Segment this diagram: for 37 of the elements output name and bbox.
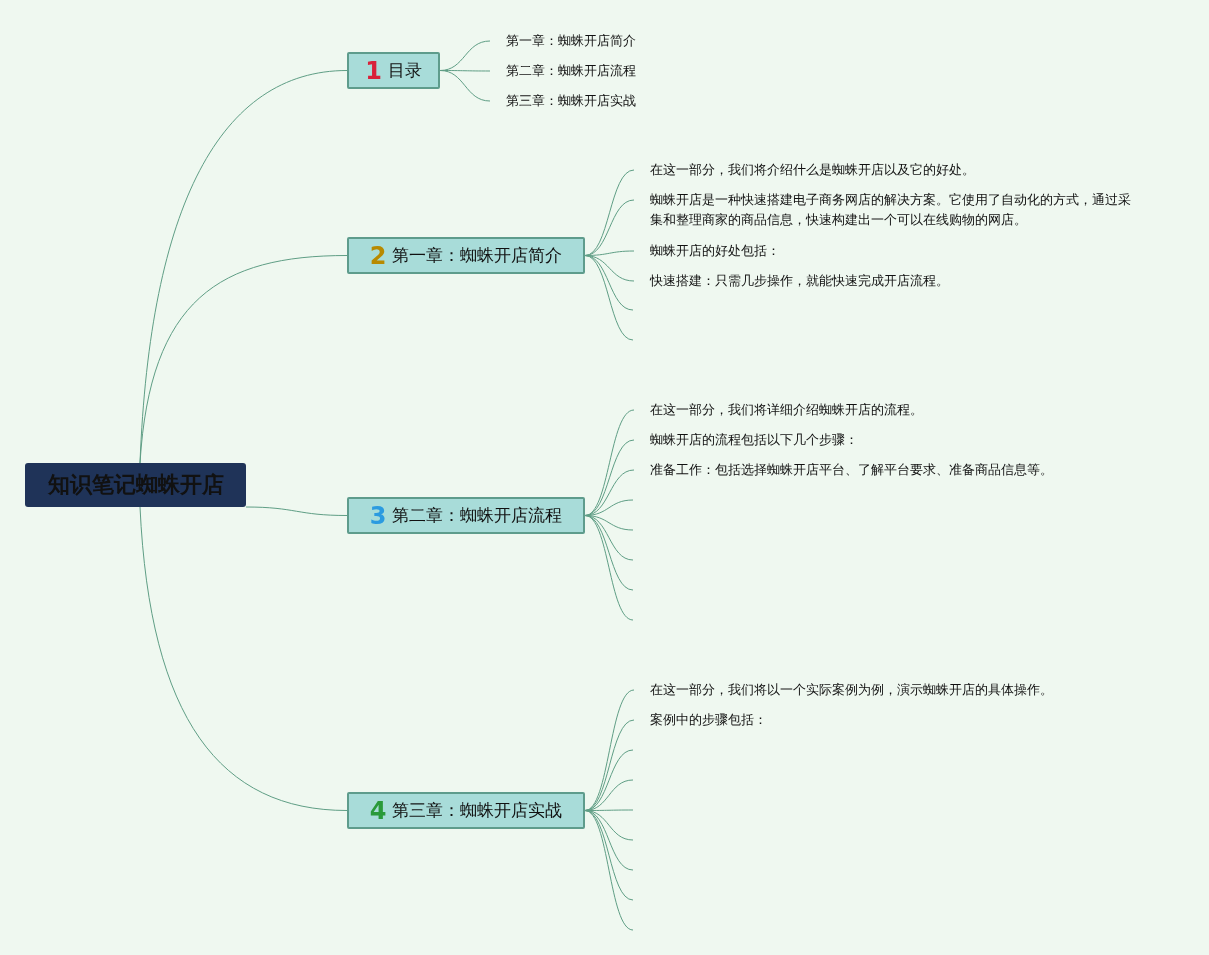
subtopic-text: 蜘蛛开店的流程包括以下几个步骤：: [634, 430, 884, 450]
branch-line: [245, 506, 348, 516]
central-topic-box: 知识笔记蜘蛛开店: [25, 463, 246, 507]
subtopic-text: 第二章：蜘蛛开店流程: [490, 61, 660, 81]
subtopic-text: 在这一部分，我们将详细介绍蜘蛛开店的流程。: [634, 400, 954, 420]
subtopic-text: 蜘蛛开店是一种快速搭建电子商务网店的解决方案。它使用了自动化的方式，通过采集和整理商家的商品信息，快速构建出一个可以在线购物的网店。: [634, 190, 1134, 230]
topic-title: 目录: [387, 59, 422, 82]
branch-line: [584, 749, 634, 811]
subtopic-text: 准备工作：包括选择蜘蛛开店平台、了解平台要求、准备商品信息等。: [634, 460, 1094, 480]
branch-line: [584, 810, 634, 931]
branch-line: [584, 199, 635, 256]
branch-line: [139, 70, 348, 464]
number-label: 1: [365, 56, 382, 85]
topic-box: [347, 792, 585, 829]
branch-line: [139, 255, 348, 464]
subtopic-text: 在这一部分，我们将介绍什么是蜘蛛开店以及它的好处。: [634, 160, 1034, 180]
branch-line: [584, 439, 635, 516]
subtopic-text: 第一章：蜘蛛开店简介: [490, 31, 660, 51]
topic-box: [347, 497, 585, 534]
subtopic-text: 蜘蛛开店的好处包括：: [634, 241, 834, 261]
topic-box: [347, 237, 585, 274]
branch-line: [584, 255, 634, 341]
subtopic-text: 案例中的步骤包括：: [634, 710, 794, 730]
number-label: 4: [369, 796, 387, 825]
branch-line: [584, 719, 635, 811]
topic-title: 第一章：蜘蛛开店简介: [392, 244, 563, 267]
branch-line: [584, 515, 634, 621]
topic-title: 第二章：蜘蛛开店流程: [392, 504, 563, 527]
number-label: 3: [369, 501, 387, 530]
subtopic-text: 第三章：蜘蛛开店实战: [490, 91, 660, 111]
topic-title: 第三章：蜘蛛开店实战: [392, 799, 563, 822]
number-label: 2: [369, 241, 387, 270]
branch-line: [139, 506, 348, 811]
subtopic-text: 快速搭建：只需几步操作，就能快速完成开店流程。: [634, 271, 994, 291]
topic-box: [347, 52, 440, 89]
subtopic-text: 在这一部分，我们将以一个实际案例为例，演示蜘蛛开店的具体操作。: [634, 680, 1094, 700]
branch-line: [439, 70, 491, 102]
